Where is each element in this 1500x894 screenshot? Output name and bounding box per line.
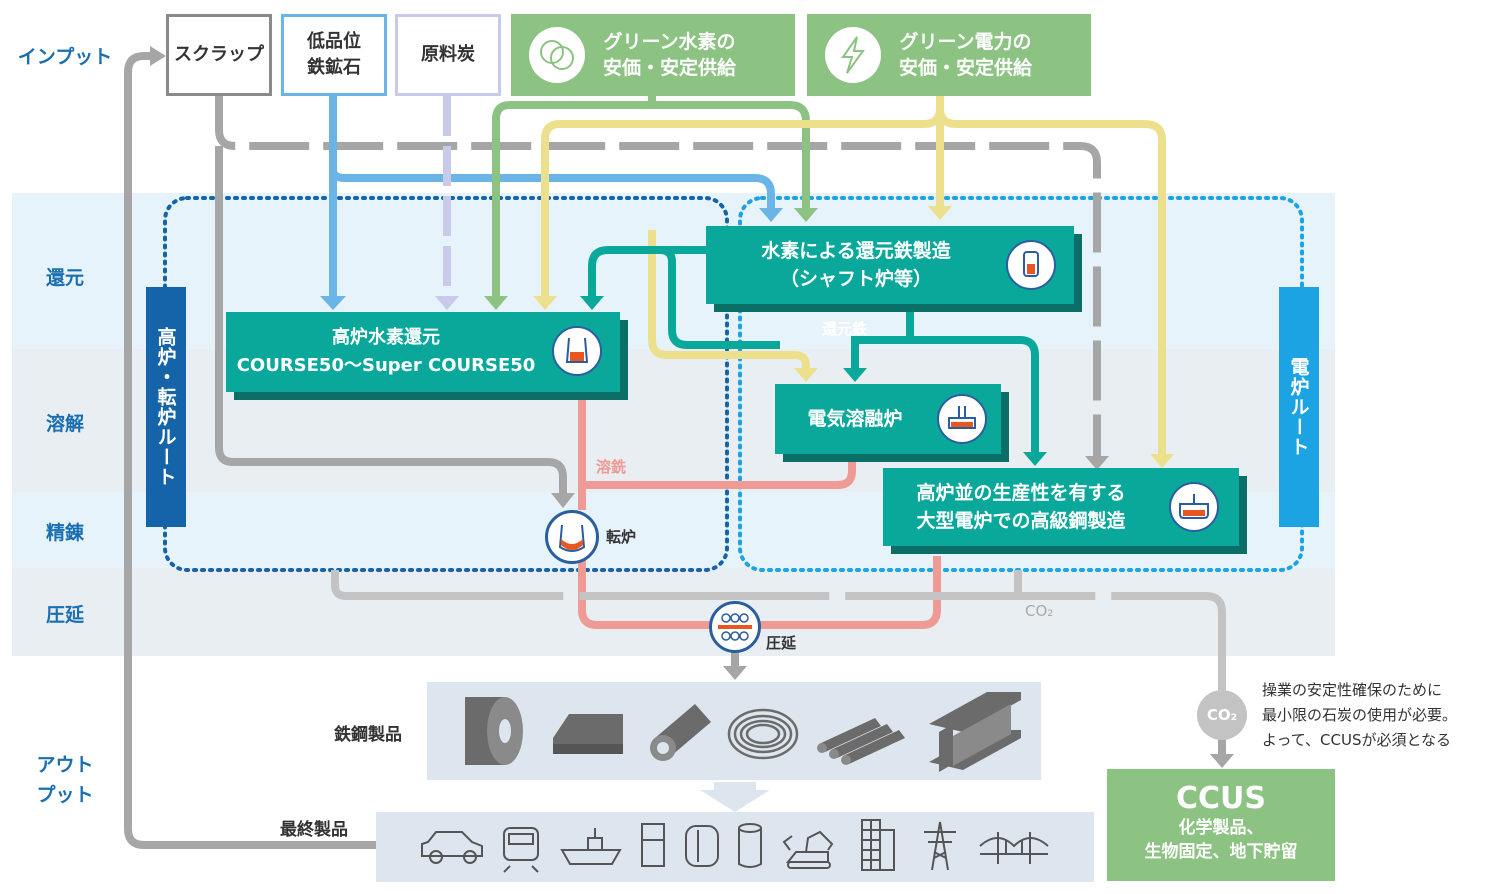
power-tower-icon <box>924 821 956 871</box>
hydrogen-icon <box>529 27 585 83</box>
scrap-input: スクラップ <box>166 14 272 96</box>
green-hydrogen-label: グリーン水素の 安価・安定供給 <box>603 31 737 79</box>
stage-label-rolling: 圧延 <box>45 604 84 626</box>
co2-circle-label: CO₂ <box>1206 706 1238 724</box>
blast-furnace-icon <box>552 326 602 376</box>
final-products-label: 最終製品 <box>280 820 348 840</box>
band-rolling <box>12 568 1335 656</box>
stage-label-reduction: 還元 <box>45 267 84 289</box>
stage-label-refining: 精錬 <box>45 522 84 544</box>
green-power-supply: グリーン電力の 安価・安定供給 <box>807 14 1091 96</box>
slab-icon <box>553 714 623 754</box>
stage-label-input: インプット <box>17 46 113 68</box>
car-icon <box>421 831 483 864</box>
rolling-label: 圧延 <box>766 634 797 652</box>
co2-circle: CO₂ <box>1197 690 1247 740</box>
pipe-icon <box>650 704 711 761</box>
washing-machine-icon <box>685 825 719 867</box>
ship-icon <box>560 828 622 865</box>
large-eaf-label: 高炉並の生産性を有する 大型電炉での高級鋼製造 <box>916 482 1126 532</box>
ccus-title: CCUS <box>1176 781 1266 816</box>
ccus-subtitle: 化学製品、 生物固定、地下貯留 <box>1144 818 1298 862</box>
final-products-box <box>376 812 1094 882</box>
train-icon <box>503 827 539 873</box>
reduced-iron-label: 還元鉄 <box>822 320 868 338</box>
coil-icon <box>465 697 523 765</box>
ccus-box: CCUS 化学製品、 生物固定、地下貯留 <box>1107 769 1335 881</box>
eaf-route-label: 電炉ルート <box>1279 287 1319 527</box>
co2-small-label: CO₂ <box>1025 602 1054 620</box>
wire-coil-icon <box>727 708 799 760</box>
can-icon <box>738 823 762 868</box>
steel-products-label: 鉄鋼製品 <box>334 725 402 745</box>
bridge-icon <box>979 832 1049 864</box>
steel-products-box <box>427 682 1041 780</box>
green-hydrogen-supply: グリーン水素の 安価・安定供給 <box>511 14 795 96</box>
eaf-melting-process: 電気溶融炉 <box>775 384 1001 454</box>
refrigerator-icon <box>641 823 665 867</box>
excavator-icon <box>782 830 834 869</box>
bf-hydrogen-reduction-process: 高炉水素還元 COURSE50～Super COURSE50 <box>226 312 620 392</box>
building-icon <box>861 819 895 871</box>
converter-label: 転炉 <box>606 528 637 546</box>
electric-melting-furnace-icon <box>937 394 987 444</box>
shaft-furnace-icon <box>1006 240 1056 290</box>
bf-bof-route-label: 高炉・転炉ルート <box>146 287 186 527</box>
stage-label-melting: 溶解 <box>45 413 84 435</box>
hot-metal-label: 溶銑 <box>596 458 627 476</box>
h2-dri-process: 水素による還元鉄製造 （シャフト炉等） <box>706 226 1074 304</box>
converter-icon <box>545 510 599 564</box>
ccus-note: 操業の安定性確保のために 最小限の石炭の使用が必要。 よって、CCUSが必須とな… <box>1262 681 1458 749</box>
rolling-mill-icon <box>709 601 761 653</box>
h-beam-icon <box>929 692 1021 772</box>
eaf-route-outline <box>738 196 1304 572</box>
bf-hydrogen-reduction-label: 高炉水素還元 COURSE50～Super COURSE50 <box>236 327 536 376</box>
h2-dri-label: 水素による還元鉄製造 （シャフト炉等） <box>761 240 951 290</box>
electric-arc-furnace-icon <box>1169 482 1219 532</box>
bars-icon <box>817 718 905 765</box>
lightning-icon <box>825 27 881 83</box>
low-grade-ore-input: 低品位 鉄鉱石 <box>281 14 387 96</box>
eaf-melting-label: 電気溶融炉 <box>807 408 903 430</box>
green-power-label: グリーン電力の 安価・安定供給 <box>899 31 1033 79</box>
coking-coal-input: 原料炭 <box>395 14 501 96</box>
stage-label-output: アウト プット <box>36 754 94 806</box>
large-eaf-process: 高炉並の生産性を有する 大型電炉での高級鋼製造 <box>883 468 1239 546</box>
